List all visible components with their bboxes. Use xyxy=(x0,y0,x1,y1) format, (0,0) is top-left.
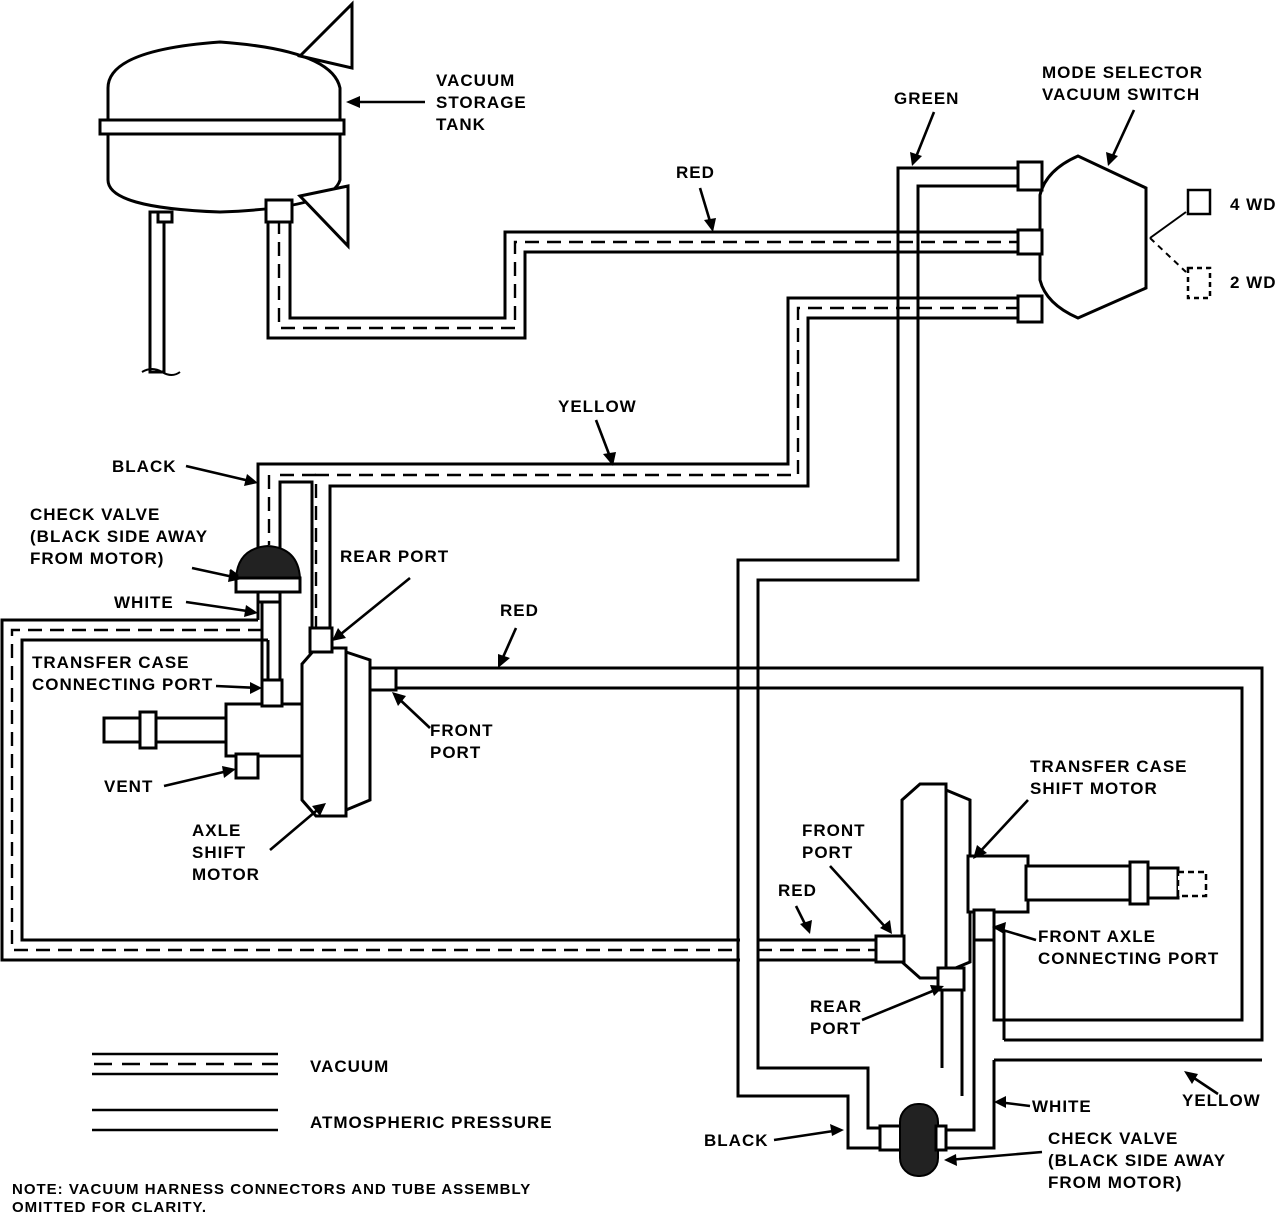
transfer-case-port-label-1: TRANSFER CASE xyxy=(32,653,190,672)
vent-label: VENT xyxy=(104,777,153,796)
check-valve-left-label-2: (BLACK SIDE AWAY xyxy=(30,527,208,546)
yellow-tube-right xyxy=(940,940,1262,1150)
2wd-label: 2 WD xyxy=(1230,273,1277,292)
axle-shift-motor-label-2: SHIFT xyxy=(192,843,246,862)
red-tube-atmospheric xyxy=(392,666,1264,1042)
red-low-label: RED xyxy=(778,881,817,900)
red-tube-loop xyxy=(0,600,880,962)
transfer-case-shift-motor-label-1: TRANSFER CASE xyxy=(1030,757,1188,776)
transfer-case-port-label-2: CONNECTING PORT xyxy=(32,675,213,694)
legend-vacuum-label: VACUUM xyxy=(310,1057,389,1076)
axle-shift-motor xyxy=(102,626,398,818)
check-valve-right-label-3: FROM MOTOR) xyxy=(1048,1173,1182,1192)
legend-vacuum xyxy=(92,1052,278,1076)
red-top-label: RED xyxy=(676,163,715,182)
axle-shift-motor-label-3: MOTOR xyxy=(192,865,260,884)
red-tube-tank-to-switch xyxy=(266,218,1020,340)
front-axle-port-label-1: FRONT AXLE xyxy=(1038,927,1156,946)
check-valve-left xyxy=(234,544,302,680)
2wd-indicator xyxy=(1186,266,1212,300)
rear-port-right-tube xyxy=(940,985,964,1096)
green-label: GREEN xyxy=(894,89,959,108)
4wd-indicator xyxy=(1186,188,1212,216)
yellow-right-label: YELLOW xyxy=(1182,1091,1261,1110)
legend-atmospheric xyxy=(92,1108,278,1132)
check-valve-right-label-2: (BLACK SIDE AWAY xyxy=(1048,1151,1226,1170)
front-axle-port-label-2: CONNECTING PORT xyxy=(1038,949,1219,968)
front-port-right-label-1: FRONT xyxy=(802,821,866,840)
note-line-2: OMITTED FOR CLARITY. xyxy=(12,1199,207,1216)
vacuum-storage-tank-label-1: VACUUM xyxy=(436,71,515,90)
mode-selector-label-2: VACUUM SWITCH xyxy=(1042,85,1200,104)
vacuum-storage-tank-label-3: TANK xyxy=(436,115,486,134)
yellow-mid-label: YELLOW xyxy=(558,397,637,416)
legend xyxy=(92,1052,278,1132)
check-valve-right-label-1: CHECK VALVE xyxy=(1048,1129,1178,1148)
check-valve-left-label-1: CHECK VALVE xyxy=(30,505,160,524)
mode-selector-label-1: MODE SELECTOR xyxy=(1042,63,1203,82)
check-valve-right xyxy=(878,1103,948,1177)
black-right-label: BLACK xyxy=(704,1131,769,1150)
black-left-label: BLACK xyxy=(112,457,177,476)
green-tube xyxy=(736,166,1022,1150)
transfer-case-shift-motor xyxy=(874,782,1208,992)
check-valve-left-label-3: FROM MOTOR) xyxy=(30,549,164,568)
legend-atmospheric-label: ATMOSPHERIC PRESSURE xyxy=(310,1113,553,1132)
note-line-1: NOTE: VACUUM HARNESS CONNECTORS AND TUBE… xyxy=(12,1181,531,1198)
tubes xyxy=(0,166,1264,1150)
axle-shift-motor-label-1: AXLE xyxy=(192,821,241,840)
front-port-left-label-2: PORT xyxy=(430,743,481,762)
rear-port-right-label-1: REAR xyxy=(810,997,862,1016)
leader-arrows xyxy=(163,96,1219,1166)
text-labels: VACUUM STORAGE TANK RED GREEN MODE SELEC… xyxy=(12,63,1277,1216)
mode-selector-vacuum-switch xyxy=(1016,154,1212,324)
red-mid-label: RED xyxy=(500,601,539,620)
rear-port-left-label: REAR PORT xyxy=(340,547,449,566)
front-port-left-label-1: FRONT xyxy=(430,721,494,740)
vacuum-storage-tank-label-2: STORAGE xyxy=(436,93,527,112)
white-right-label: WHITE xyxy=(1032,1097,1092,1116)
yellow-tube xyxy=(256,296,1022,630)
vacuum-storage-tank xyxy=(98,0,354,376)
transfer-case-shift-motor-label-2: SHIFT MOTOR xyxy=(1030,779,1158,798)
white-left-label: WHITE xyxy=(114,593,174,612)
rear-port-right-label-2: PORT xyxy=(810,1019,861,1038)
front-port-right-label-2: PORT xyxy=(802,843,853,862)
4wd-label: 4 WD xyxy=(1230,195,1277,214)
